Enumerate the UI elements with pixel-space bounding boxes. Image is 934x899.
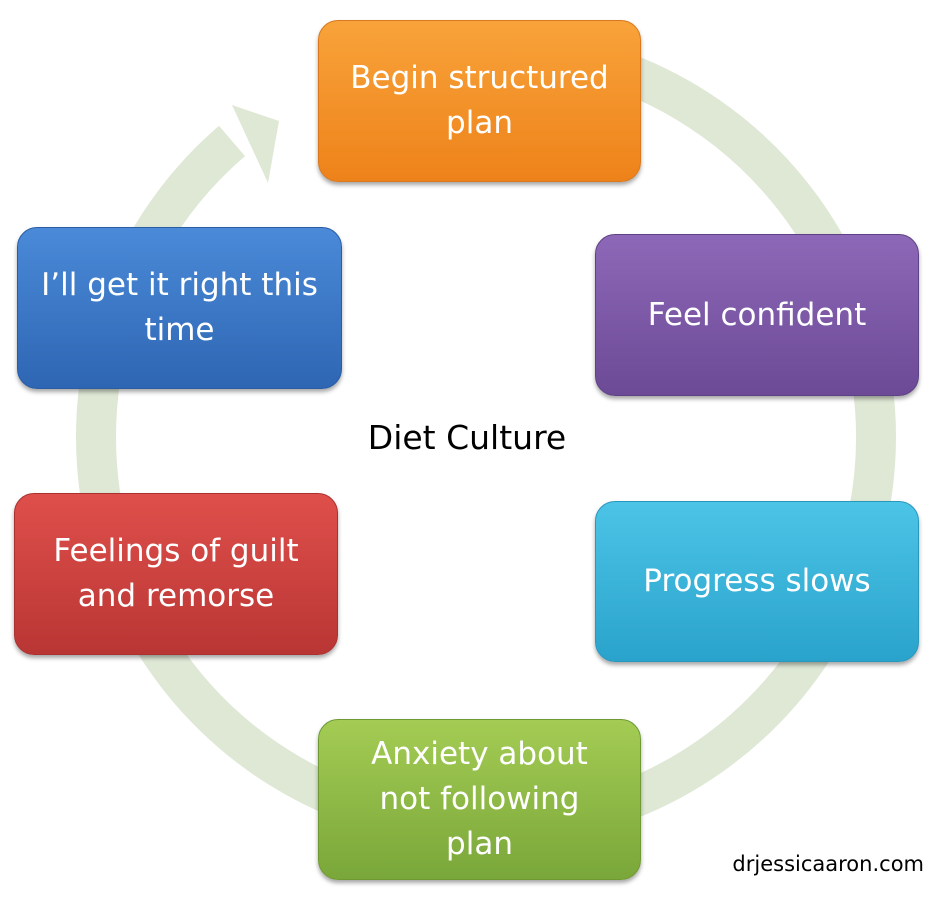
step-feel-confident: Feel confident (595, 234, 919, 396)
step-text-line: not following (379, 781, 580, 817)
step-get-it-right: I’ll get it right this time (17, 227, 342, 389)
cycle-arrowhead (232, 105, 279, 183)
step-text-line: time (144, 312, 215, 348)
center-label: Diet Culture (367, 418, 567, 457)
step-guilt-and-remorse: Feelings of guilt and remorse (14, 493, 338, 655)
step-text-line: Begin structured (350, 60, 609, 96)
step-anxiety: Anxiety about not following plan (318, 719, 641, 880)
step-text-line: Anxiety about (371, 736, 588, 772)
step-text-line: I’ll get it right this (41, 267, 318, 303)
step-text-line: and remorse (77, 578, 275, 614)
step-text-line: plan (446, 105, 513, 141)
step-progress-slows: Progress slows (595, 501, 919, 662)
step-text-line: Feelings of guilt (53, 533, 299, 569)
credit-text: drjessicaaron.com (732, 852, 924, 876)
step-text-line: Feel confident (647, 296, 867, 333)
step-text-line: plan (446, 826, 513, 862)
step-text-line: Progress slows (643, 563, 871, 599)
step-begin-structured-plan: Begin structured plan (318, 20, 641, 182)
